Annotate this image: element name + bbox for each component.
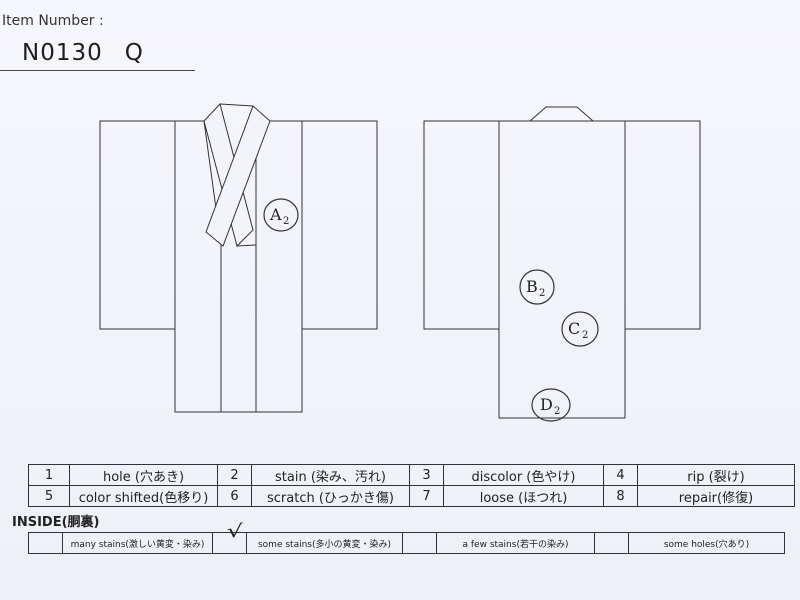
mark-d-letter: D [540, 395, 553, 414]
mark-c-letter: C [568, 319, 580, 338]
back-right-sleeve [624, 120, 701, 330]
inside-checkbox[interactable] [402, 532, 437, 554]
front-right-sleeve [301, 120, 378, 330]
defect-label: scratch (ひっかき傷) [251, 485, 410, 507]
defect-legend-table: 1 hole (穴あき) 2 stain (染み、汚れ) 3 discolor … [28, 464, 795, 507]
defect-label: stain (染み、汚れ) [251, 464, 410, 486]
defect-label: repair(修復) [637, 485, 795, 507]
defect-label: loose (ほつれ) [443, 485, 604, 507]
front-body-right [255, 120, 303, 413]
back-collar [528, 106, 595, 122]
defect-number: 8 [603, 485, 638, 507]
mark-b-circle [519, 269, 555, 305]
inside-option-label: a few stains(若干の染み) [436, 532, 595, 554]
back-body [498, 120, 626, 419]
defect-label: rip (裂け) [637, 464, 795, 486]
mark-d-circle [531, 388, 571, 422]
checkmark-icon: √ [226, 521, 243, 542]
inside-option-label: some stains(多小の黄変・染み) [246, 532, 403, 554]
item-number-value: N0130 Q [22, 40, 144, 66]
mark-b-sub: 2 [539, 288, 545, 299]
mark-b-letter: B [526, 277, 538, 296]
defect-label: discolor (色やけ) [443, 464, 604, 486]
mark-a-letter: A [269, 205, 282, 224]
defect-label: hole (穴あき) [69, 464, 218, 486]
defect-number: 4 [603, 464, 638, 486]
item-code: N0130 [22, 40, 103, 66]
front-collar-right [205, 105, 271, 247]
defect-label: color shifted(色移り) [69, 485, 218, 507]
front-left-sleeve [99, 120, 176, 330]
front-collar-top [219, 103, 254, 107]
defect-number: 5 [28, 485, 70, 507]
mark-a-sub: 2 [283, 216, 289, 227]
inside-row: many stains(激しい黄変・染み) some stains(多小の黄変・… [28, 532, 785, 554]
inside-condition-table: many stains(激しい黄変・染み) some stains(多小の黄変・… [28, 532, 785, 554]
defect-number: 3 [409, 464, 444, 486]
inside-option-label: some holes(穴あり) [628, 532, 785, 554]
defect-number: 7 [409, 485, 444, 507]
defect-row: 5 color shifted(色移り) 6 scratch (ひっかき傷) 7… [28, 485, 795, 507]
item-number-label: Item Number : [2, 13, 104, 29]
inside-option-label: many stains(激しい黄変・染み) [62, 532, 213, 554]
mark-a-circle [263, 198, 299, 232]
front-lapel-edge [236, 244, 257, 247]
mark-d-sub: 2 [554, 406, 560, 417]
defect-number: 2 [217, 464, 252, 486]
mark-c-circle [561, 311, 599, 347]
front-body-outline [174, 120, 222, 413]
item-number-underline [0, 70, 195, 71]
inside-checkbox[interactable] [594, 532, 629, 554]
defect-number: 1 [28, 464, 70, 486]
mark-c-sub: 2 [582, 330, 588, 341]
defect-number: 6 [217, 485, 252, 507]
back-left-sleeve [423, 120, 500, 330]
item-suffix: Q [124, 40, 144, 66]
defect-row: 1 hole (穴あき) 2 stain (染み、汚れ) 3 discolor … [28, 464, 795, 486]
inside-section-label: INSIDE(胴裏) [12, 515, 100, 530]
inside-checkbox[interactable] [28, 532, 63, 554]
